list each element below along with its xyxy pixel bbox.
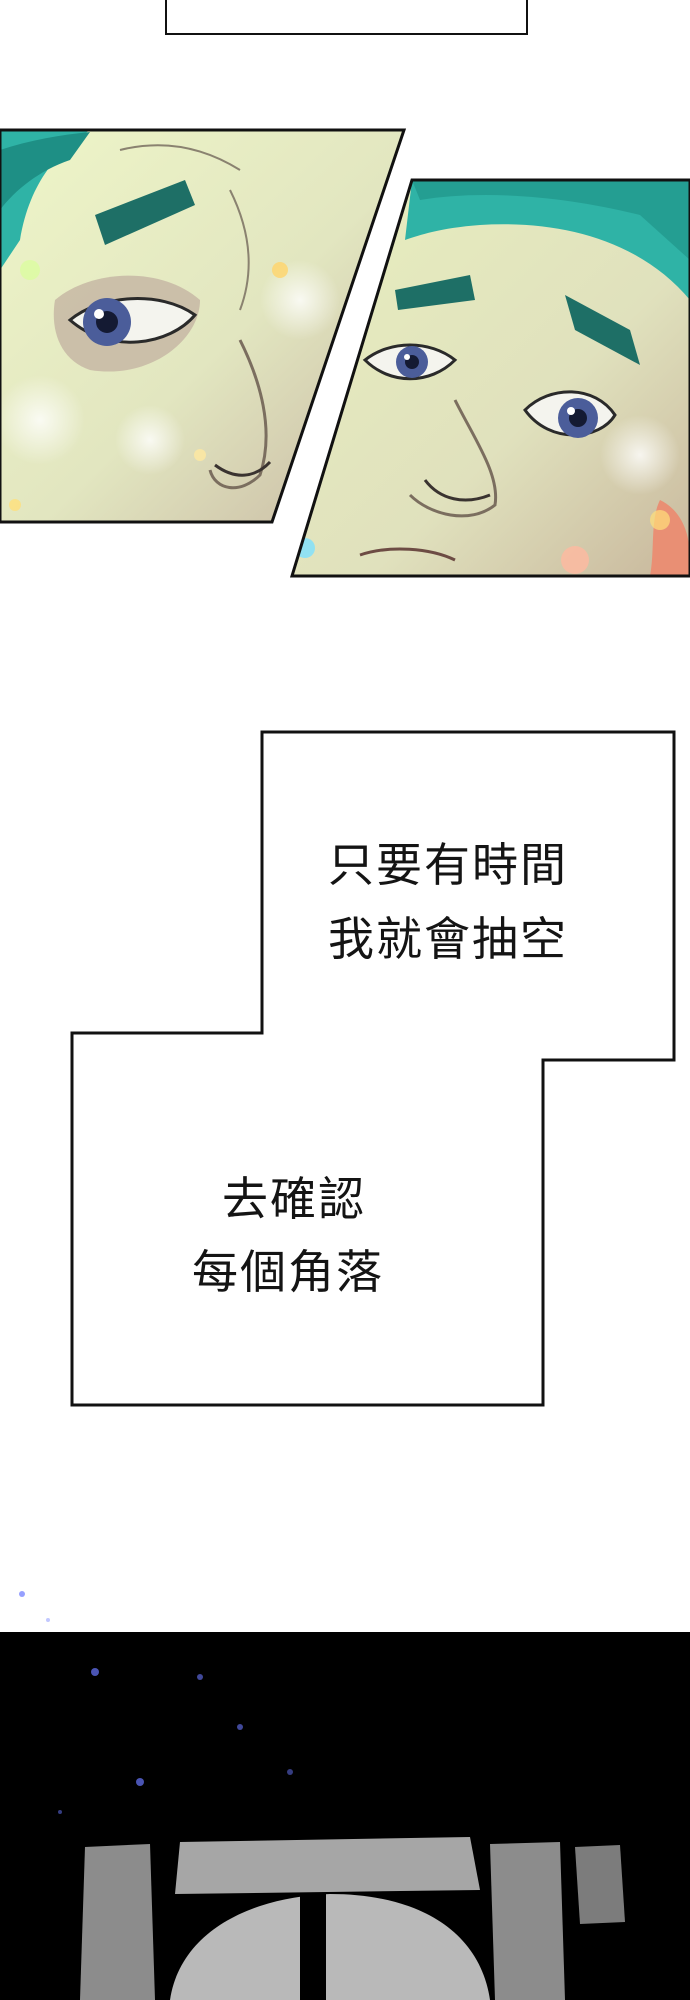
face-closeup-right-icon <box>292 180 690 576</box>
caption-line: 去確認 <box>222 1172 366 1226</box>
right-panel-border <box>289 178 690 578</box>
dark-panel <box>0 1632 690 2000</box>
dark-frame-icon <box>58 1668 625 2000</box>
caption-line: 每個角落 <box>192 1245 384 1299</box>
left-panel-border <box>0 128 407 524</box>
caption-line: 我就會抽空 <box>328 912 568 966</box>
top-caption-box <box>165 0 528 35</box>
caption-box-shape <box>70 730 676 1407</box>
caption-line: 只要有時間 <box>328 838 568 892</box>
face-closeup-left-icon <box>0 130 404 522</box>
